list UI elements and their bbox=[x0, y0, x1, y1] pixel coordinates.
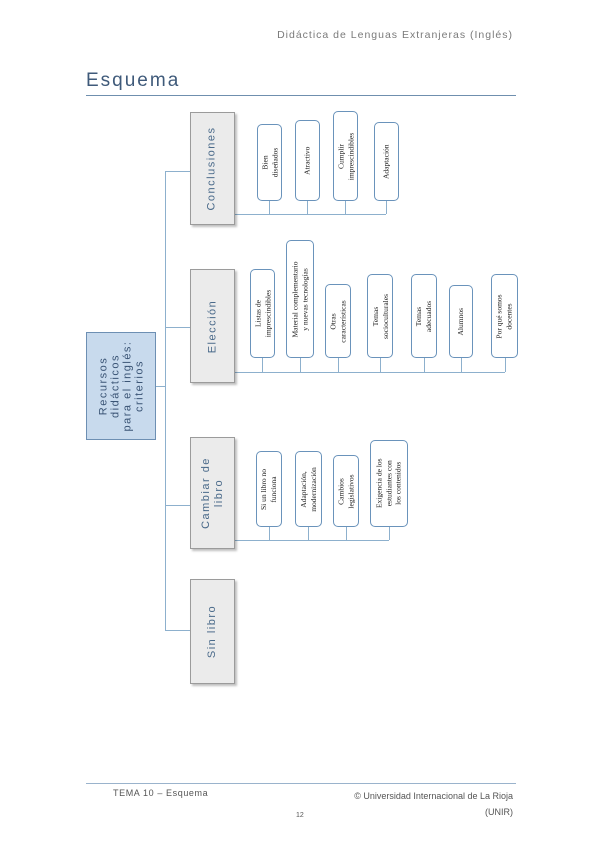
connector bbox=[165, 505, 190, 506]
category-label: Elección bbox=[206, 299, 219, 353]
page-title: Esquema bbox=[86, 70, 181, 91]
item-cumplir-imprescindibles: Cumplir imprescindibles bbox=[333, 111, 358, 201]
connector bbox=[165, 171, 190, 172]
connector bbox=[165, 327, 190, 328]
connector bbox=[380, 358, 381, 372]
connector bbox=[505, 358, 506, 372]
item-otras-caracteristicas: Otras características bbox=[325, 284, 351, 358]
item-listas-imprescindibles: Listas de imprescindibles bbox=[250, 269, 275, 358]
page-number: 12 bbox=[296, 812, 304, 819]
connector bbox=[269, 527, 270, 540]
connector bbox=[389, 527, 390, 540]
item-cambios-legislativos: Cambios legislativos bbox=[333, 455, 359, 527]
item-si-un-libro-no-funciona: Si un libro no funciona bbox=[256, 451, 282, 527]
category-eleccion: Elección bbox=[190, 269, 235, 383]
category-sin-libro: Sin libro bbox=[190, 579, 235, 684]
connector bbox=[235, 214, 386, 215]
category-cambiar-libro: Cambiar de libro bbox=[190, 437, 235, 549]
connector bbox=[345, 201, 346, 214]
category-label: Conclusiones bbox=[206, 126, 219, 211]
connector bbox=[386, 201, 387, 214]
document-header: Didáctica de Lenguas Extranjeras (Inglés… bbox=[277, 29, 513, 41]
connector bbox=[235, 372, 505, 373]
item-exigencia-estudiantes: Exigencia de los estudiantes con los con… bbox=[370, 440, 408, 527]
connector bbox=[156, 386, 165, 387]
footer-copyright: © Universidad Internacional de La Rioja … bbox=[354, 791, 513, 817]
connector bbox=[269, 201, 270, 214]
footer-topic: TEMA 10 – Esquema bbox=[113, 788, 209, 798]
footer-divider bbox=[86, 783, 516, 784]
connector bbox=[307, 201, 308, 214]
title-divider bbox=[86, 95, 516, 96]
category-label: Sin libro bbox=[206, 604, 218, 659]
item-temas-adecuados: Temas adecuados bbox=[411, 274, 437, 358]
item-adaptacion: Adaptación bbox=[374, 122, 399, 201]
root-node-label: Recursos didácticos para el inglés: crit… bbox=[97, 340, 145, 432]
category-conclusiones: Conclusiones bbox=[190, 112, 235, 225]
item-bien-disenados: Bien diseñados bbox=[257, 124, 282, 201]
connector bbox=[262, 358, 263, 372]
item-temas-socioculturales: Temas socioculturales bbox=[367, 274, 393, 358]
connector bbox=[346, 527, 347, 540]
connector bbox=[300, 358, 301, 372]
item-adaptacion-modernizacion: Adaptación, modernización bbox=[295, 451, 322, 527]
connector bbox=[165, 171, 166, 630]
root-node: Recursos didácticos para el inglés: crit… bbox=[86, 332, 156, 440]
item-por-que-somos-docentes: Por qué somos docentes bbox=[491, 274, 518, 358]
item-alumnos: Alumnos bbox=[449, 285, 473, 358]
item-atractivo: Atractivo bbox=[295, 120, 320, 201]
category-label: Cambiar de libro bbox=[199, 457, 225, 529]
connector bbox=[165, 630, 190, 631]
item-material-complementario: Material complementario y nuevas tecnolo… bbox=[286, 240, 314, 358]
connector bbox=[235, 540, 389, 541]
connector bbox=[461, 358, 462, 372]
connector bbox=[424, 358, 425, 372]
connector bbox=[308, 527, 309, 540]
connector bbox=[338, 358, 339, 372]
